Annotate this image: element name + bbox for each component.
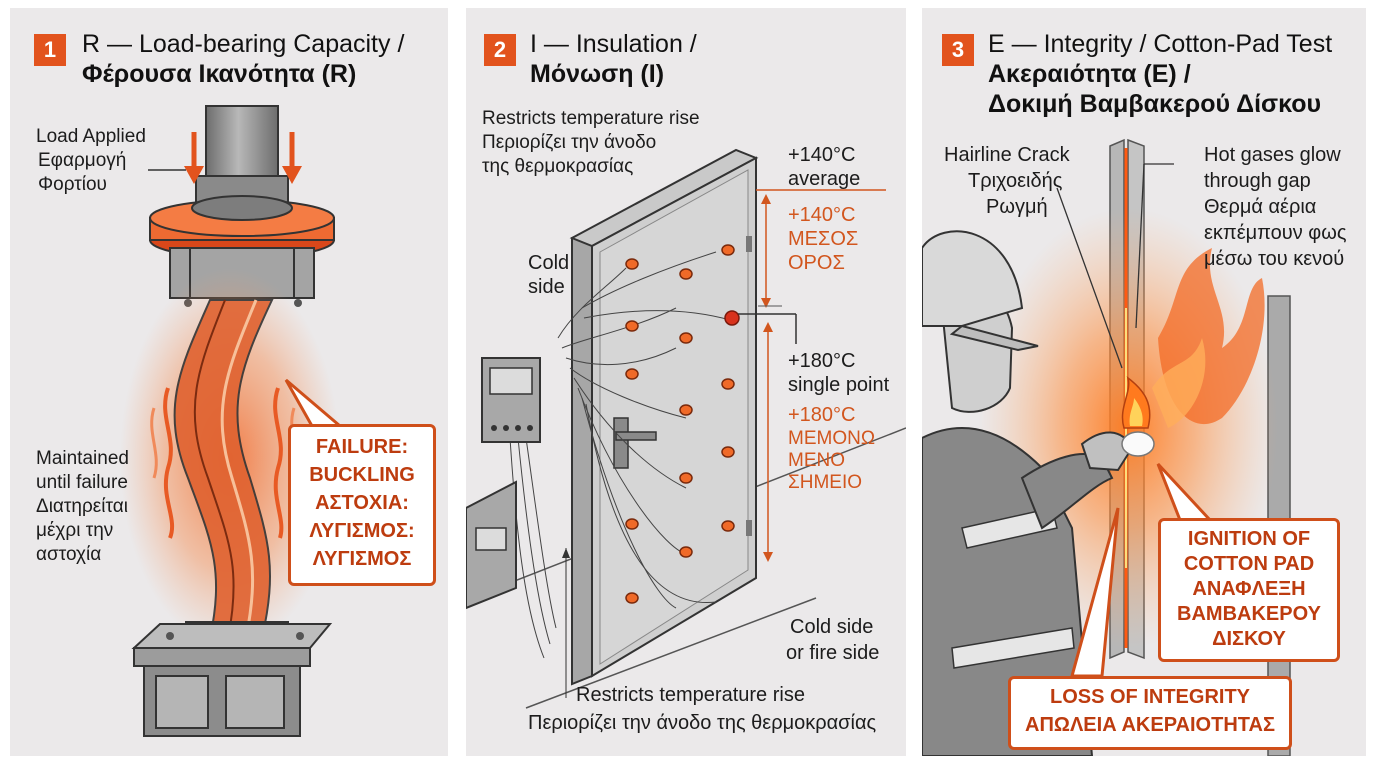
avg-temp-en-2: average <box>788 168 861 190</box>
restricts-top-gr-2: της θερμοκρασίας <box>482 156 634 177</box>
single-temp-gr-4: ΣΗΜΕΙΟ <box>788 472 863 493</box>
avg-temp-gr-1: +140°C <box>788 204 856 226</box>
load-label-gr-1: Εφαρμογή <box>38 150 127 171</box>
callout-line: ΑΣΤΟΧΙΑ: <box>315 492 409 514</box>
restricts-bottom-gr: Περιορίζει την άνοδο της θερμοκρασίας <box>528 712 877 734</box>
single-temp-gr-1: +180°C <box>788 404 856 426</box>
gas-label-5: μέσω του κενού <box>1204 248 1345 270</box>
panel-insulation: 2 I — Insulation / Μόνωση (I) Restricts … <box>466 8 906 756</box>
single-temp-en-1: +180°C <box>788 350 856 372</box>
panel-load-bearing: 1 R — Load-bearing Capacity / Φέρουσα Ικ… <box>10 8 448 756</box>
cold-side-label-1: Cold <box>528 252 570 274</box>
gas-label-4: εκπέμπουν φως <box>1204 222 1347 244</box>
single-temp-gr-2: ΜΕΜΟΝΩ <box>788 428 876 449</box>
panel-title-en: R — Load-bearing Capacity / <box>82 30 405 58</box>
step-number-badge: 1 <box>34 34 66 66</box>
maintained-label-3: Διατηρείται <box>36 496 128 517</box>
panel-title-gr: Φέρουσα Ικανότητα (R) <box>82 60 357 88</box>
door-furnace-illustration <box>466 148 906 709</box>
avg-temp-gr-3: ΟΡΟΣ <box>788 252 845 274</box>
load-label-gr-2: Φορτίου <box>38 174 107 195</box>
callout-line: ΛΥΓΙΣΜΟΣ <box>312 548 412 570</box>
gas-label-3: Θερμά αέρια <box>1204 196 1317 218</box>
panel-title-en: I — Insulation / <box>530 30 697 58</box>
buckling-column-illustration <box>120 105 345 737</box>
callout-line: IGNITION OF <box>1187 528 1311 550</box>
callout-line: ΔΙΣΚΟΥ <box>1212 628 1286 650</box>
cold-or-fire-side-1: Cold side <box>790 616 874 638</box>
panel-title-gr-2: Δοκιμή Βαμβακερού Δίσκου <box>988 90 1322 118</box>
gas-label-1: Hot gases glow <box>1204 144 1341 166</box>
callout-line: FAILURE: <box>315 436 409 458</box>
integrity-loss-callout: LOSS OF INTEGRITY ΑΠΩΛΕΙΑ ΑΚΕΡΑΙΟΤΗΤΑΣ <box>1008 676 1292 750</box>
maintained-label-4: μέχρι την <box>36 520 114 541</box>
panel-integrity: 3 E — Integrity / Cotton-Pad Test Ακεραι… <box>922 8 1366 756</box>
panel-title-gr: Μόνωση (I) <box>530 60 665 88</box>
callout-line: ΑΠΩΛΕΙΑ ΑΚΕΡΑΙΟΤΗΤΑΣ <box>1025 714 1275 736</box>
callout-line: LOSS OF INTEGRITY <box>1049 686 1250 708</box>
callout-line: ΑΝΑΦΛΕΞΗ <box>1192 578 1306 600</box>
crack-label-en: Hairline Crack <box>944 144 1070 166</box>
cold-or-fire-side-2: or fire side <box>786 642 880 664</box>
restricts-top-en: Restricts temperature rise <box>482 108 700 129</box>
maintained-label-2: until failure <box>36 472 128 493</box>
panel-title-en: E — Integrity / Cotton-Pad Test <box>988 30 1333 58</box>
restricts-bottom-en: Restricts temperature rise <box>576 684 805 706</box>
single-temp-gr-3: ΜΕΝΟ <box>788 450 845 471</box>
load-label-en: Load Applied <box>36 126 146 147</box>
maintained-label-5: αστοχία <box>36 544 102 565</box>
callout-line: ΒΑΜΒΑΚΕΡΟΥ <box>1177 603 1321 625</box>
callout-line: BUCKLING <box>309 464 415 486</box>
crack-label-gr-1: Τριχοειδής <box>968 170 1063 192</box>
failure-buckling-callout: FAILURE: BUCKLING ΑΣΤΟΧΙΑ: ΛΥΓΙΣΜΟΣ: ΛΥΓ… <box>288 424 436 586</box>
panel-title-gr-1: Ακεραιότητα (E) / <box>988 60 1191 88</box>
step-number-badge: 3 <box>942 34 974 66</box>
crack-label-gr-2: Ρωγμή <box>986 196 1048 218</box>
ignition-callout: IGNITION OF COTTON PAD ΑΝΑΦΛΕΞΗ ΒΑΜΒΑΚΕΡ… <box>1158 518 1340 662</box>
step-number-badge: 2 <box>484 34 516 66</box>
cold-side-label-2: side <box>528 276 565 298</box>
avg-temp-en-1: +140°C <box>788 144 856 166</box>
restricts-top-gr-1: Περιορίζει την άνοδο <box>482 132 657 153</box>
gas-label-2: through gap <box>1204 170 1311 192</box>
single-temp-en-2: single point <box>788 374 890 396</box>
maintained-label-1: Maintained <box>36 448 129 469</box>
callout-line: COTTON PAD <box>1183 553 1315 575</box>
callout-line: ΛΥΓΙΣΜΟΣ: <box>309 520 415 542</box>
avg-temp-gr-2: ΜΕΣΟΣ <box>788 228 859 250</box>
